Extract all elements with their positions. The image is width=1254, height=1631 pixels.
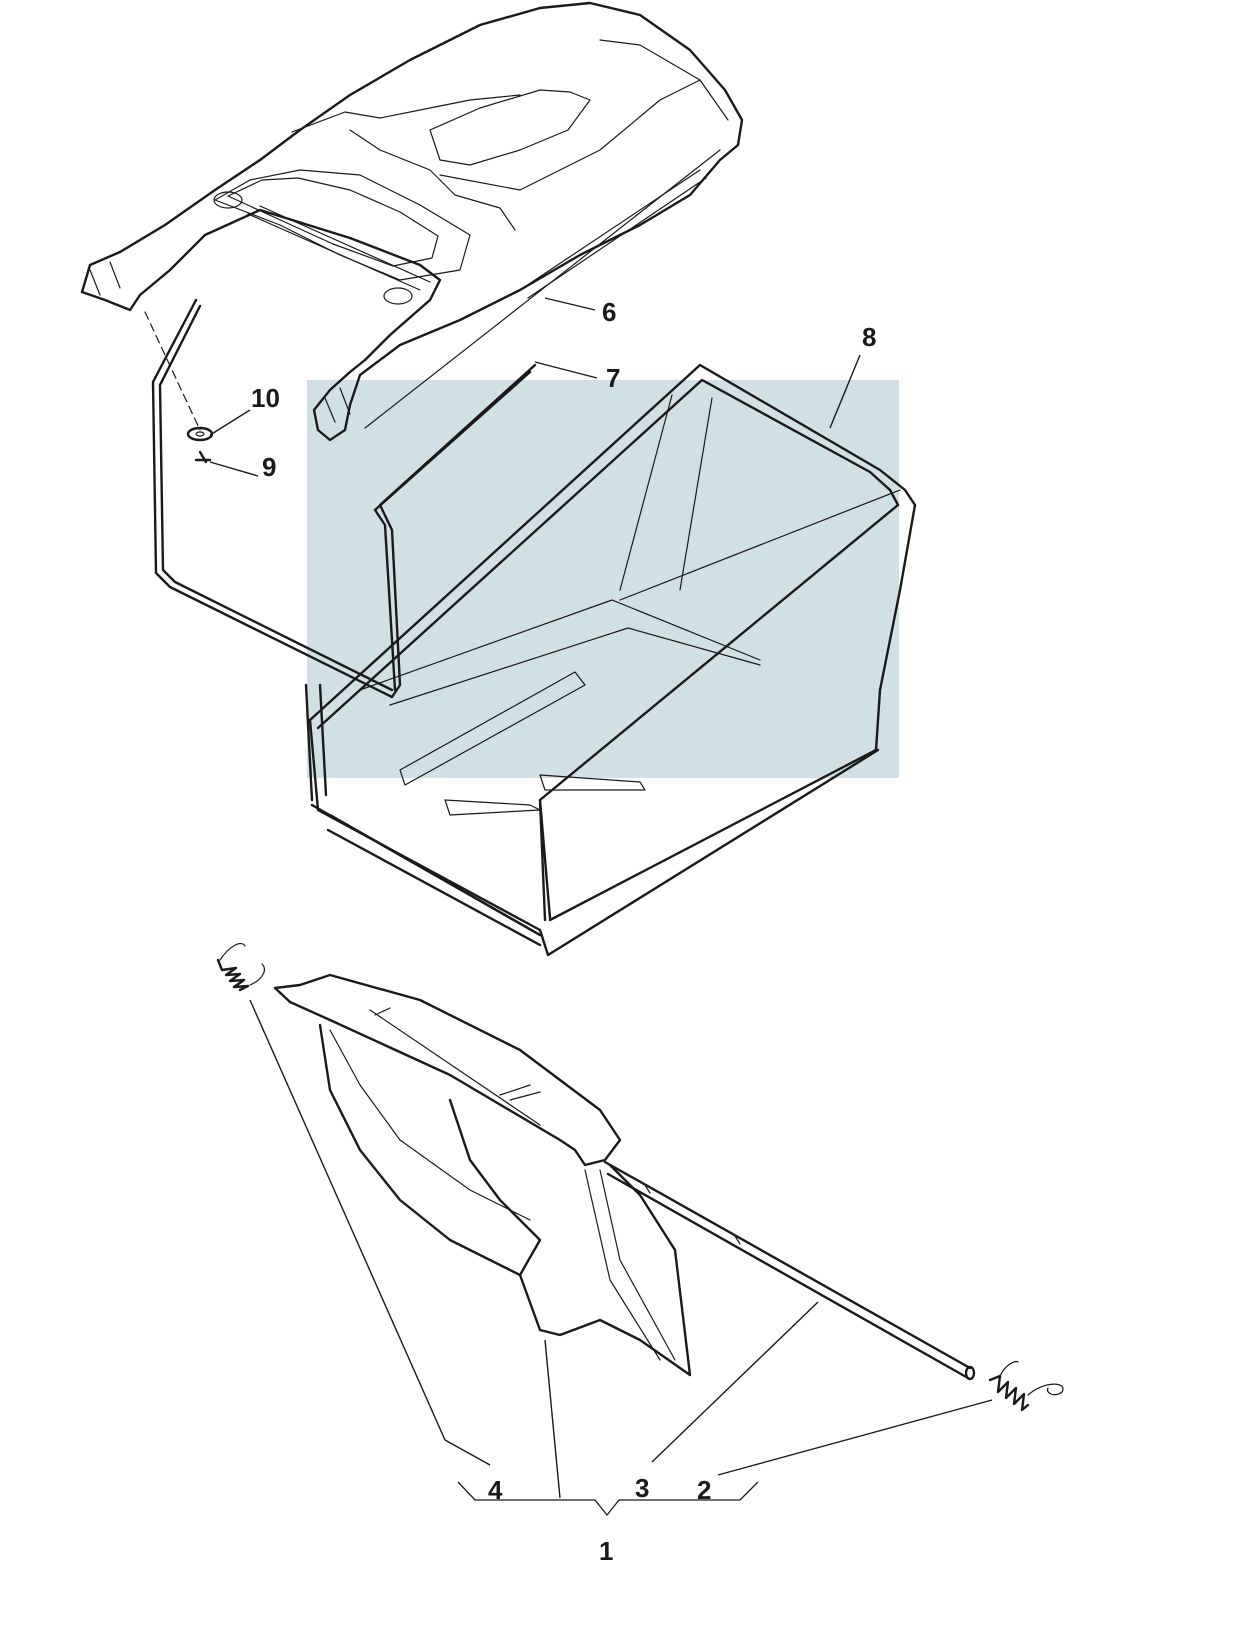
callout-3: 3 (635, 1473, 649, 1503)
callout-8: 8 (862, 322, 876, 352)
callout-2: 2 (697, 1475, 711, 1505)
callout-1: 1 (599, 1536, 613, 1566)
top-cover-part (80, 1, 744, 442)
callout-10: 10 (251, 383, 280, 413)
callout-4: 4 (488, 1475, 503, 1505)
group-brace (457, 1481, 759, 1517)
left-spring-part (216, 942, 265, 992)
wire-frame-part (151, 298, 537, 699)
right-spring-part (988, 1360, 1064, 1412)
rear-flap-part (273, 973, 692, 1377)
highlight-panel (307, 380, 899, 778)
callout-7: 7 (606, 363, 620, 393)
leader-lines (209, 297, 993, 1499)
callout-9: 9 (262, 452, 276, 482)
callout-6: 6 (602, 297, 616, 327)
grass-bag-part (304, 363, 917, 957)
rod-part (603, 1160, 976, 1381)
